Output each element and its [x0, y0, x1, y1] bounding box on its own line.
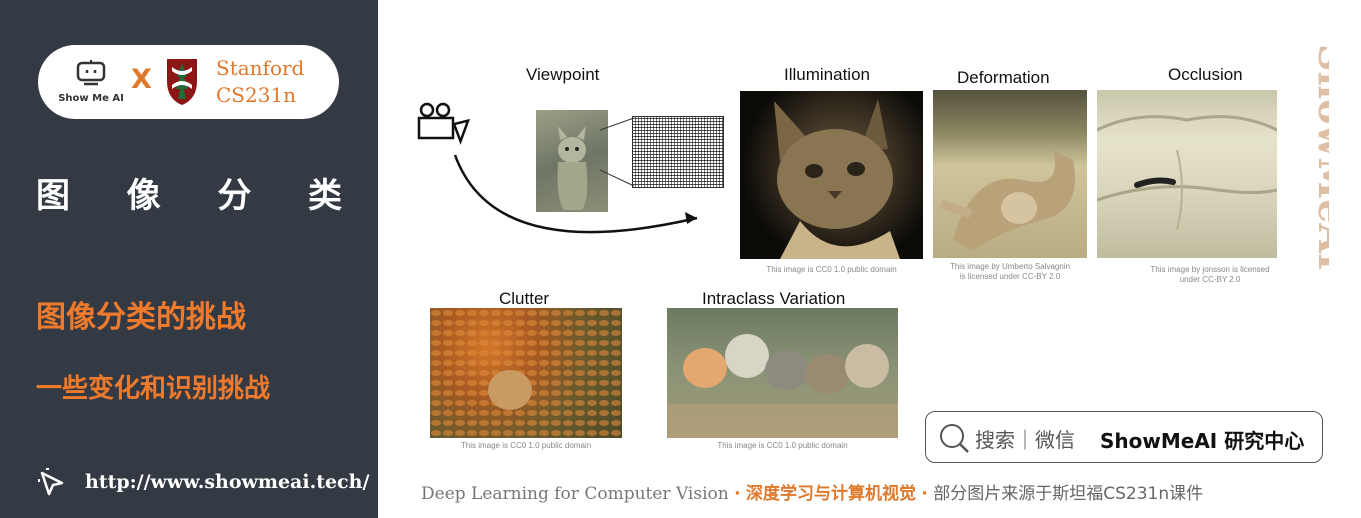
- occlusion-caption-line1: This image by jonsson is licensed: [1150, 265, 1270, 274]
- occlusion-label: Occlusion: [1168, 65, 1243, 84]
- pixel-matrix: [632, 116, 724, 188]
- deformation-cat-photo: [933, 90, 1087, 258]
- illumination-label: Illumination: [784, 65, 870, 84]
- showmeai-watermark: ShowMeAI: [1310, 44, 1329, 271]
- title-char: 类: [307, 176, 342, 216]
- intraclass-kittens-photo: [667, 308, 898, 438]
- section-subtitle: 图像分类的挑战: [36, 300, 246, 335]
- intraclass-caption: This image is CC0 1.0 public domain: [717, 441, 848, 450]
- title-char: 图: [36, 176, 70, 216]
- clutter-caption: This image is CC0 1.0 public domain: [460, 441, 592, 450]
- deformation-caption: This image by Umberto Salvagnin is licen…: [925, 262, 1095, 282]
- sidebar: Show Me AI X Stanford CS231n 图 像 分 类 图像分…: [0, 0, 378, 518]
- deformation-caption-line1: This image by Umberto Salvagnin: [949, 262, 1071, 271]
- viewpoint-label: Viewpoint: [526, 65, 600, 84]
- clutter-label: Clutter: [499, 289, 550, 308]
- occlusion-sofa-photo: [1097, 90, 1277, 258]
- partner-course: CS231n: [216, 83, 297, 107]
- footer-separator: ·: [921, 484, 928, 504]
- illumination-caption: This image is CC0 1.0 public domain: [766, 265, 897, 274]
- clutter-cat-photo: [430, 308, 622, 438]
- footer-separator: ·: [734, 484, 741, 504]
- page-title: 图 像 分 类: [36, 168, 342, 217]
- stanford-logo-icon: [167, 59, 197, 105]
- title-char: 像: [126, 176, 161, 216]
- cursor-click-icon: [38, 468, 64, 496]
- partner-name: Stanford: [216, 56, 305, 80]
- wechat-search-box[interactable]: [925, 411, 1323, 463]
- search-icon: [940, 424, 969, 453]
- brand-name: Show Me AI: [58, 93, 124, 104]
- illumination-cat-photo: [740, 91, 923, 259]
- footer-english: Deep Learning for Computer Vision: [421, 484, 729, 504]
- intraclass-label: Intraclass Variation: [702, 289, 846, 308]
- deformation-caption-line2: is licensed under CC-BY 2.0: [959, 272, 1061, 281]
- zoom-lines: [600, 117, 635, 187]
- viewpoint-cat-photo: [536, 110, 608, 212]
- video-camera-icon: [417, 102, 471, 145]
- search-label: 搜索｜微信: [975, 428, 1075, 452]
- deformation-label: Deformation: [957, 68, 1050, 87]
- cross-mark: X: [131, 64, 152, 95]
- title-char: 分: [217, 176, 252, 216]
- watermark-text: ShowMeAI: [1310, 44, 1329, 271]
- footer: Deep Learning for Computer Vision · 深度学习…: [421, 479, 1203, 504]
- showmeai-logo-icon: [76, 60, 106, 86]
- section-subtitle-secondary: 一些变化和识别挑战: [36, 374, 271, 404]
- occlusion-caption-line2: under CC-BY 2.0: [1179, 275, 1241, 284]
- footer-chinese: 深度学习与计算机视觉: [745, 484, 916, 504]
- occlusion-caption: This image by jonsson is licensed under …: [1120, 265, 1300, 285]
- footer-note: 部分图片来源于斯坦福CS231n课件: [933, 484, 1204, 504]
- camera-path: [417, 102, 698, 234]
- search-brand: ShowMeAI 研究中心: [1100, 429, 1305, 453]
- website-link[interactable]: http://www.showmeai.tech/: [85, 471, 370, 493]
